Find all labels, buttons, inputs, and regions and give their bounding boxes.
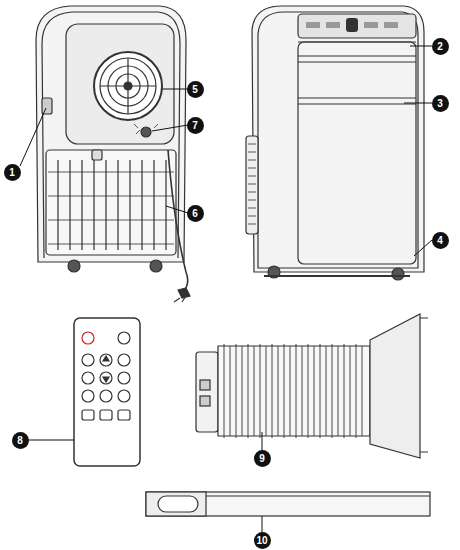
callout-number: 9 (254, 450, 271, 467)
callout-number: 6 (187, 205, 204, 222)
window-slider (146, 492, 430, 516)
callout-number: 4 (432, 232, 449, 249)
callout-number: 10 (254, 532, 271, 549)
remote-control (74, 318, 140, 466)
front-view-unit (246, 6, 424, 280)
drain-outlet (141, 127, 151, 137)
exhaust-hose (196, 314, 428, 458)
leader-lines (20, 46, 432, 532)
callout-number: 3 (432, 95, 449, 112)
side-handle (42, 98, 52, 114)
callout-number: 5 (187, 81, 204, 98)
callout-number: 2 (432, 38, 449, 55)
callout-number: 8 (12, 432, 29, 449)
callout-number: 1 (4, 164, 21, 181)
back-view-unit (36, 6, 190, 302)
callout-number: 7 (187, 117, 204, 134)
